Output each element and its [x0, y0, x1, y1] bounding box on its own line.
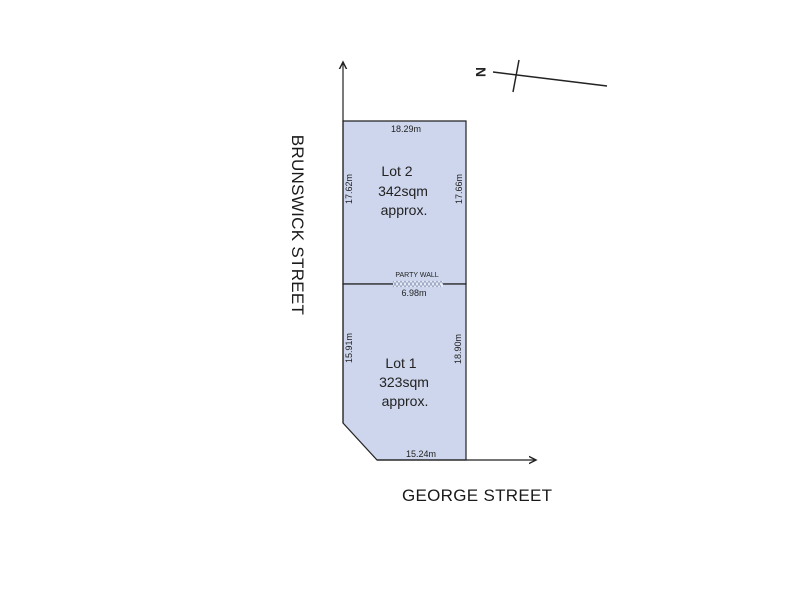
lot-1-area: 323sqm [379, 374, 429, 390]
dim-lot1-right: 18.90m [453, 334, 463, 364]
lot-2-label: Lot 2 342sqm approx. [378, 163, 428, 218]
north-arrow: N [473, 59, 608, 93]
dim-lot1-bottom: 15.24m [406, 449, 436, 459]
dim-lot1-left: 15.91m [344, 333, 354, 363]
dim-lot2-top: 18.29m [391, 124, 421, 134]
party-wall-label: PARTY WALL [395, 272, 438, 279]
dim-lot2-right: 17.66m [454, 174, 464, 204]
dim-party-wall: 6.98m [401, 288, 426, 298]
lot-1-parcel [342, 283, 467, 461]
lot-2-note: approx. [381, 202, 428, 218]
lot-1-name: Lot 1 [385, 355, 416, 371]
north-arrow-label: N [473, 67, 489, 77]
brunswick-street-label: BRUNSWICK STREET [288, 134, 307, 316]
george-street-label: GEORGE STREET [402, 486, 553, 505]
lot-2-name: Lot 2 [381, 163, 412, 179]
dim-lot2-left: 17.62m [344, 174, 354, 204]
lot-2-area: 342sqm [378, 183, 428, 199]
party-wall-hatch [392, 280, 444, 288]
lot-1-label: Lot 1 323sqm approx. [379, 355, 429, 409]
lot-1-note: approx. [382, 393, 429, 409]
